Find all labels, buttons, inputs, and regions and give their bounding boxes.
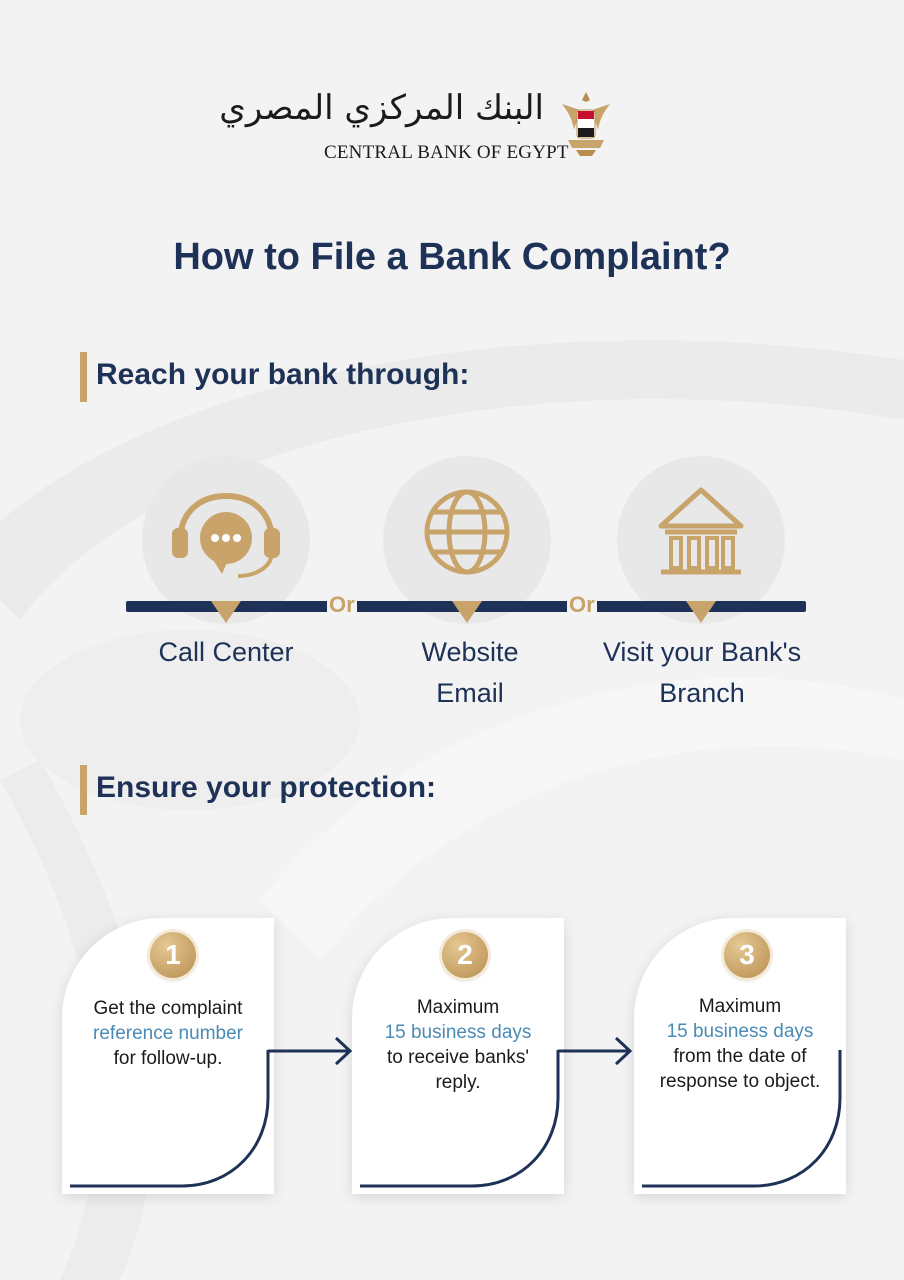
headset-chat-icon <box>172 492 280 578</box>
channel-line2: Email <box>436 678 504 708</box>
step-text: Maximum 15 business days from the date o… <box>634 994 846 1094</box>
card-curve-line <box>360 1050 560 1188</box>
step-highlight: 15 business days <box>666 1021 814 1042</box>
step-highlight: reference number <box>93 1023 243 1044</box>
section-reach-title: Reach your bank through: <box>96 358 470 391</box>
step-text: Get the complaint reference number for f… <box>62 996 274 1071</box>
channel-line1: Visit your Bank's <box>602 637 802 667</box>
step-number-badge: 3 <box>724 932 770 978</box>
step-card-3: 3 Maximum 15 business days from the date… <box>634 918 846 1194</box>
step-line: Get the complaint <box>93 998 243 1019</box>
section-accent-bar <box>80 352 87 402</box>
bank-building-icon <box>658 487 744 575</box>
logo-english-text: CENTRAL BANK OF EGYPT <box>324 142 569 163</box>
step-line: for follow-up. <box>113 1048 223 1069</box>
step-line: to receive banks' <box>387 1047 529 1068</box>
section-accent-bar <box>80 765 87 815</box>
or-separator: Or <box>327 592 357 618</box>
step-card-2: 2 Maximum 15 business days to receive ba… <box>352 918 564 1194</box>
channel-label-branch: Visit your Bank's Branch <box>586 632 818 714</box>
or-separator: Or <box>567 592 597 618</box>
channel-label-website: Website Email <box>370 632 570 714</box>
channel-label-call-center: Call Center <box>126 632 326 673</box>
pointer-branch <box>686 601 716 623</box>
card-curve-line <box>642 1050 842 1188</box>
card-curve-line <box>70 1050 270 1188</box>
pointer-call-center <box>211 601 241 623</box>
call-center-circle <box>142 456 310 624</box>
step-text: Maximum 15 business days to receive bank… <box>352 995 564 1095</box>
arrow-right-icon <box>558 1036 633 1066</box>
page-title: How to File a Bank Complaint? <box>173 236 731 278</box>
arrow-right-icon <box>268 1036 353 1066</box>
step-number-badge: 1 <box>150 932 196 978</box>
channel-line1: Call Center <box>158 637 294 667</box>
channel-line1: Website <box>421 637 519 667</box>
website-email-circle <box>383 456 551 624</box>
step-highlight: 15 business days <box>384 1022 532 1043</box>
globe-icon <box>424 489 510 575</box>
branch-circle <box>617 456 785 624</box>
central-bank-logo: البنك المركزي المصري CENTRAL BANK OF EGY… <box>219 86 614 166</box>
step-line: reply. <box>435 1072 481 1093</box>
section-protection-title: Ensure your protection: <box>96 771 437 804</box>
step-line: response to object. <box>659 1071 821 1092</box>
pointer-website <box>452 601 482 623</box>
step-line: Maximum <box>416 997 500 1018</box>
step-number-badge: 2 <box>442 932 488 978</box>
egypt-eagle-emblem-icon <box>562 92 610 156</box>
step-line: from the date of <box>673 1046 807 1067</box>
logo-arabic-text: البنك المركزي المصري <box>219 88 544 128</box>
channel-line2: Branch <box>659 678 745 708</box>
step-line: Maximum <box>698 996 782 1017</box>
step-card-1: 1 Get the complaint reference number for… <box>62 918 274 1194</box>
